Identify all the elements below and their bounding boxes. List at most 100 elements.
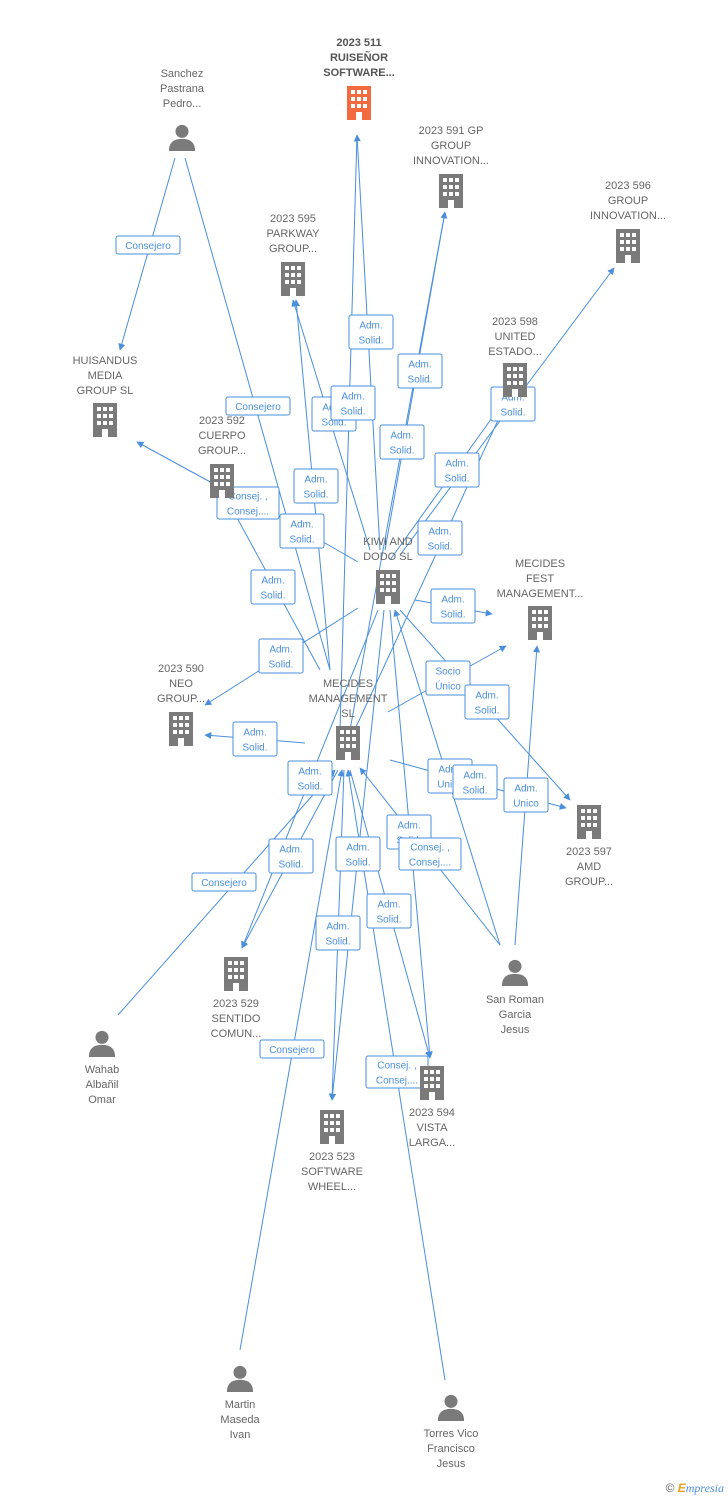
building-icon [347,86,371,120]
person-icon [437,1394,465,1421]
company-node[interactable]: 2023 594VISTALARGA... [409,1066,455,1149]
edge-labels-layer: Consejero Adm. Solid. Adm. Solid. Consejer… [115,235,549,1089]
edge-label-text: Consej.... [227,507,269,518]
node-label: SOFTWARE [301,1166,363,1178]
edge-label-text: Solid. [297,782,322,793]
node-label: DODO SL [363,551,413,563]
node-label: 2023 590 [158,663,204,675]
node-label: ESTADO... [488,346,542,358]
edge-label-text: Adm. [463,771,486,782]
edge-label-text: Consejero [269,1045,315,1056]
edge-label-text: Socio [435,667,460,678]
node-label: Garcia [499,1009,532,1021]
node-label: Jesus [501,1024,530,1036]
company-node[interactable]: 2023 523SOFTWAREWHEEL... [301,1110,363,1193]
company-node[interactable]: 2023 596GROUPINNOVATION... [590,180,666,263]
edge-label-text: Solid. [268,660,293,671]
edge-label: Adm.Solid. [258,638,304,674]
copyright-icon: © [665,1481,675,1495]
node-label: 2023 511 [336,37,381,49]
edge-label: Consej. ,Consej.... [365,1055,429,1089]
edge-label: Adm.Solid. [379,424,425,460]
node-label: 2023 595 [270,213,316,225]
company-node[interactable]: 2023 529SENTIDOCOMUN... [211,957,262,1040]
company-node[interactable]: 2023 592CUERPOGROUP... [198,415,246,498]
building-icon [577,805,601,839]
edge-label-text: Solid. [376,915,401,926]
edge-label-text: Solid. [407,375,432,386]
edge-label: Adm.Solid. [348,314,394,350]
edge-label-text: Solid. [345,858,370,869]
edge-label: Consejero [225,396,291,416]
edge-label-text: Solid. [260,591,285,602]
node-label: CUERPO [198,430,246,442]
person-icon [168,124,196,151]
edge-label-text: Solid. [303,490,328,501]
node-label: GROUP [431,140,471,152]
edge-label: Adm. Solid. [397,353,443,389]
node-label: KIWI AND [363,536,413,548]
company-node[interactable]: 2023 511RUISEÑORSOFTWARE... [323,37,395,120]
edge-label: Adm.Solid. [430,588,476,624]
building-icon [439,174,463,208]
node-label: SL [341,708,354,720]
company-node[interactable]: 2023 591 GPGROUPINNOVATION... [413,125,489,208]
node-label: GROUP... [157,693,205,705]
edge-label: Adm.Solid. [279,513,325,549]
building-icon [503,363,527,397]
company-node[interactable]: 2023 590NEOGROUP... [157,663,205,746]
edge-label-text: Consej.... [376,1076,418,1087]
edge [339,134,358,731]
company-node[interactable]: MECIDESFESTMANAGEMENT... [497,558,584,640]
edge-label-text: Adm. [408,360,431,371]
edge-label-text: Solid. [500,408,525,419]
node-label: 2023 529 [213,998,259,1010]
node-label: GROUP... [565,876,613,888]
node-label: 2023 523 [309,1151,355,1163]
node-label: Sanchez [161,68,204,80]
node-label: San Roman [486,994,544,1006]
edge-label-text: Adm. [341,392,364,403]
node-label: 2023 597 [566,846,612,858]
edge-label: Consejero [115,235,181,255]
edge-label-text: Adm. [428,527,451,538]
edge-label-text: Consej.... [409,858,451,869]
person-icon [88,1030,116,1057]
building-icon [320,1110,344,1144]
node-label: FEST [526,573,554,585]
edge-label: Adm. Solid. [366,893,412,929]
person-node[interactable]: SanchezPastranaPedro... [160,68,205,151]
edge-label-text: Adm. [390,431,413,442]
node-label: GROUP [608,195,648,207]
edge-label: Adm.Solid. [417,520,463,556]
edge-label-text: Único [435,680,461,693]
company-node[interactable]: KIWI AND DODO SL [363,536,413,604]
company-node[interactable]: 2023 595PARKWAYGROUP... [267,213,321,296]
edge-label-text: Adm. [377,900,400,911]
building-icon [376,570,400,604]
edge-label-text: Adm. [261,576,284,587]
edge-label-text: Solid. [289,535,314,546]
node-label: AMD [577,861,602,873]
company-node[interactable]: 2023 598UNITEDESTADO... [488,316,542,397]
edge-label-text: Consejero [235,402,281,413]
edge-label: Adm.Unico [503,777,549,813]
edge-label-text: Consejero [201,878,247,889]
node-label: 2023 591 GP [419,125,484,137]
edge-label: Adm.Solid. [335,836,381,872]
building-icon [210,464,234,498]
edge-label-text: Adm. [445,459,468,470]
edge-label-text: Adm. [501,393,524,404]
edge-label-text: Consejero [125,241,171,252]
edge-label: Adm.Solid. [293,468,339,504]
node-label: Ivan [230,1429,251,1441]
building-icon [281,262,305,296]
edge-label: Adm.Solid. [464,684,510,720]
